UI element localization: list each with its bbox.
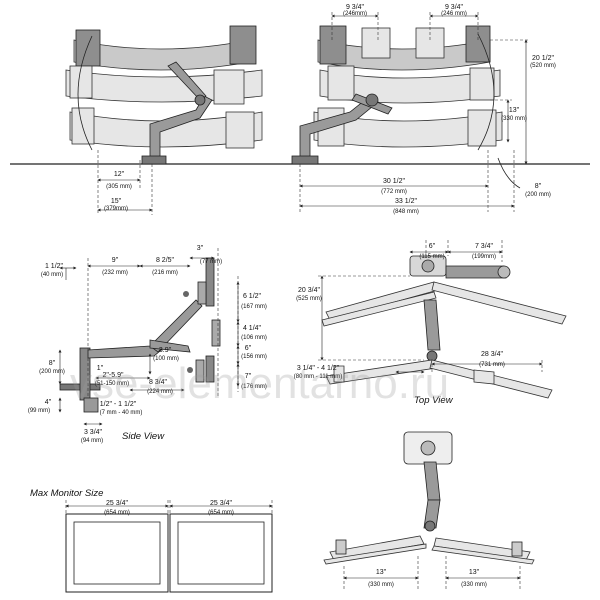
side-view-label: Side View <box>122 431 165 442</box>
dim-side-6-mm: (156 mm) <box>241 354 267 360</box>
dim-top-20-3-4-mm: (525 mm) <box>296 296 322 302</box>
dim-side-4-mm: (99 mm) <box>28 408 50 414</box>
dim-side-3-3-4-mm: (94 mm) <box>81 438 103 444</box>
dim-bottom-13-right: 13" <box>469 569 480 576</box>
max-monitor-size-label: Max Monitor Size <box>30 488 103 499</box>
dim-top-20-3-4: 20 3/4" <box>298 287 320 294</box>
dim-max-25-3-4-left-mm: (654 mm) <box>104 510 130 516</box>
dim-8-mm: (200 mm) <box>525 192 551 198</box>
dim-15-mm: (379mm) <box>104 206 128 212</box>
dim-top-28-3-4: 28 3/4" <box>481 351 503 358</box>
dim-side-3-3-4: 3 3/4" <box>84 429 103 436</box>
dim-33-1-2: 33 1/2" <box>395 198 417 205</box>
dim-side-3-9: 3.9" <box>159 347 172 354</box>
dim-33-1-2-mm: (848 mm) <box>393 209 419 215</box>
dim-12-mm: (305 mm) <box>106 184 132 190</box>
top-left-side-profile <box>10 25 590 215</box>
top-view-label: Top View <box>414 395 454 406</box>
dim-top-7-3-4-mm: (199mm) <box>472 254 496 260</box>
dim-side-9: 9" <box>112 257 119 264</box>
dim-side-8-mm: (200 mm) <box>39 369 65 375</box>
dim-bottom-13-right-mm: (330 mm) <box>461 582 487 588</box>
top-right-dual-view <box>291 12 528 212</box>
dim-side-2-5-9: 2"-5.9" <box>103 372 124 379</box>
dim-13-mm: (330 mm) <box>501 116 527 122</box>
dim-8: 8" <box>535 183 542 190</box>
dim-max-25-3-4-right-mm: (654 mm) <box>208 510 234 516</box>
dim-20-1-2: 20 1/2" <box>532 55 554 62</box>
max-monitor-size-drawing <box>65 500 273 593</box>
dim-top-3-1-4-4-1-2: 3 1/4" - 4 1/2" <box>297 365 340 372</box>
dim-side-3: 3" <box>197 245 204 252</box>
dim-top-28-3-4-mm: (731 mm) <box>479 362 505 368</box>
dim-side-3-mm: (77 mm) <box>200 259 222 265</box>
dim-side-4-1-4-mm: (106 mm) <box>241 335 267 341</box>
dim-side-7: 7" <box>245 373 252 380</box>
dim-side-1: 1" <box>97 365 104 372</box>
dim-top-6: 6" <box>429 243 436 250</box>
dim-20-1-2-mm: (520 mm) <box>530 63 556 69</box>
dim-max-25-3-4-left: 25 3/4" <box>106 500 128 507</box>
dim-side-9-mm: (232 mm) <box>102 270 128 276</box>
dim-9-3-4-right: 9 3/4" <box>445 4 464 11</box>
dim-top-3-1-4-4-1-2-mm: (80 mm - 111 mm) <box>294 374 342 380</box>
dim-side-1-2-1-1-2-mm: (7 mm - 40 mm) <box>100 410 143 416</box>
dim-side-1-1-2: 1 1/2" <box>45 263 64 270</box>
dim-12: 12" <box>114 171 125 178</box>
dim-side-3-9-mm: (100 mm) <box>153 356 179 362</box>
dim-side-4-1-4: 4 1/4" <box>243 325 262 332</box>
dim-side-6: 6" <box>245 345 252 352</box>
dim-side-1-1-2-mm: (40 mm) <box>41 272 63 278</box>
dim-side-8: 8" <box>49 360 56 367</box>
dim-side-8-3-4: 8 3/4" <box>149 379 168 386</box>
dim-bottom-13-left: 13" <box>376 569 387 576</box>
dim-bottom-13-left-mm: (330 mm) <box>368 582 394 588</box>
dim-side-1-2-1-1-2: 1/2" - 1 1/2" <box>100 401 137 408</box>
dim-13: 13" <box>509 107 520 114</box>
dim-side-6-1-2: 6 1/2" <box>243 293 262 300</box>
side-view-drawing <box>58 248 240 426</box>
dim-9-3-4-left-mm: (246mm) <box>343 11 367 17</box>
dim-15: 15" <box>111 198 122 205</box>
dim-side-8-2-5-mm: (216 mm) <box>152 270 178 276</box>
dim-9-3-4-right-mm: (246 mm) <box>441 11 467 17</box>
bottom-right-top-view <box>323 431 535 590</box>
dim-side-6-1-2-mm: (167 mm) <box>241 304 267 310</box>
watermark-text: vse-elementarno.ru <box>70 359 449 408</box>
dim-max-25-3-4-right: 25 3/4" <box>210 500 232 507</box>
dim-side-7-mm: (176 mm) <box>241 384 267 390</box>
dim-side-8-2-5: 8 2/5" <box>156 257 175 264</box>
dim-top-6-mm: (115 mm) <box>419 254 444 260</box>
dim-9-3-4-left: 9 3/4" <box>346 4 365 11</box>
dim-side-8-3-4-mm: (224 mm) <box>147 389 173 395</box>
dim-top-7-3-4: 7 3/4" <box>475 243 494 250</box>
dim-side-4: 4" <box>45 399 52 406</box>
top-view-drawing <box>318 240 567 399</box>
dim-side-2-5-9-mm: (51-150 mm) <box>95 381 129 387</box>
dim-30-1-2-mm: (772 mm) <box>381 189 407 195</box>
dim-30-1-2: 30 1/2" <box>383 178 405 185</box>
